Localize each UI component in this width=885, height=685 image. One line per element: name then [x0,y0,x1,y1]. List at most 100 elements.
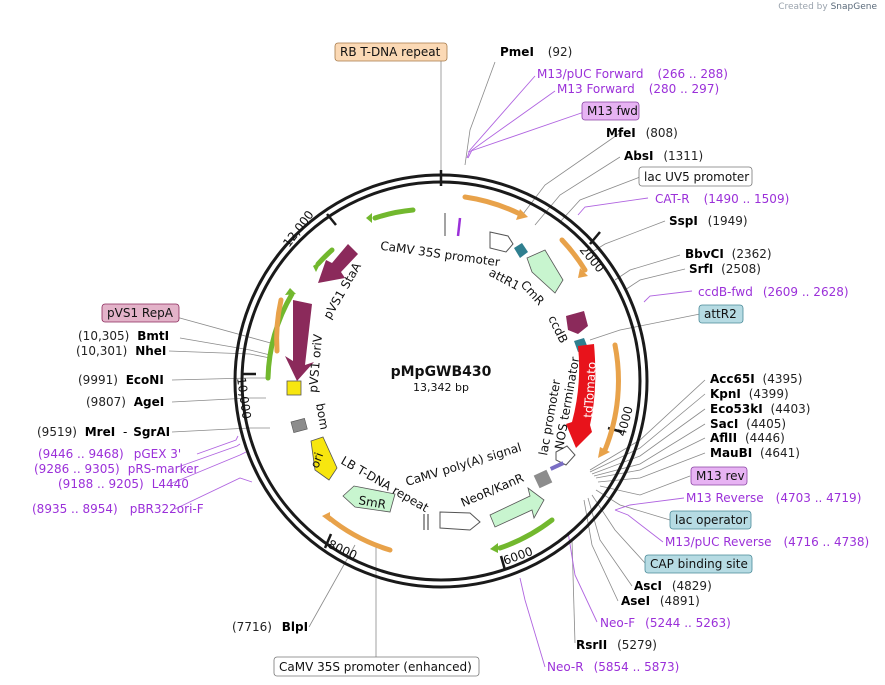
site-asei: AseI [621,594,650,608]
svg-text:(7716) BlpI: (7716) BlpI [232,620,308,634]
smr-arrow [342,485,396,513]
site-blpi-pos: (7716) [232,620,272,634]
svg-text:(8935 .. 8954)pBR322ori-F: (8935 .. 8954)pBR322ori-F [32,502,204,516]
site-agei: AgeI [134,395,164,409]
svg-text:RsrII (5279): RsrII (5279) [576,638,657,652]
primer-cat-r: CAT-R [655,192,690,206]
box-camv35s-enh: CaMV 35S promoter (enhanced) [279,660,472,674]
site-sgrai: SgrAI [133,425,170,439]
site-asci: AscI [634,579,662,593]
restriction-sites: PmeI (92) MfeI (808) AbsI (1311) SspI (1… [37,45,810,652]
plasmid-name: pMpGWB430 [391,364,492,380]
primer-m13-forward: M13 Forward [557,82,635,96]
primer-pbr322-pos: (8935 .. 8954) [32,502,118,516]
primer-labels: M13/pUC Forward(266 .. 288) M13 Forward (… [32,67,869,674]
box-m13-fwd: M13 fwd [587,104,638,118]
snapgene-watermark: Created by SnapGene [778,2,877,12]
ruler-label-10000: 10,000 [234,376,254,420]
box-attr2: attR2 [704,307,737,321]
site-bmti: BmtI [137,329,169,343]
svg-text:BbvCI (2362): BbvCI (2362) [685,247,772,261]
site-sspi: SspI [669,214,698,228]
svg-text:AscI (4829): AscI (4829) [634,579,712,593]
svg-text:(10,301) NheI: (10,301) NheI [76,344,166,358]
site-econi: EcoNI [126,373,164,387]
svg-text:M13/pUC Reverse(4716 .. 4738): M13/pUC Reverse(4716 .. 4738) [665,535,869,549]
site-blpi: BlpI [282,620,308,634]
plasmid-length: 13,342 bp [413,381,469,394]
bom-block [290,417,308,433]
watermark-created-by: Created by [778,2,828,12]
svg-text:(9188 .. 9205)L4440: (9188 .. 9205)L4440 [58,477,189,491]
box-cap-site: CAP binding site [650,557,748,571]
feature-boxes: RB T-DNA repeat M13 fwd lac UV5 promoter… [101,42,753,677]
cmr-arrow [526,249,564,294]
leader-lines [157,60,706,659]
svg-text:(10,305) BmtI: (10,305) BmtI [78,329,169,343]
nos-terminator-arrow [555,445,576,466]
site-bmti-pos: (10,305) [78,329,129,343]
site-maubi: MauBI [710,446,752,460]
box-pvs1-repa: pVS1 RepA [107,306,174,320]
site-nhei-pos: (10,301) [76,344,127,358]
label-attr1: attR1 [487,265,522,293]
primer-leaders [169,75,693,668]
watermark-brand: SnapGene [830,2,877,12]
primer-m13puc-fwd: M13/pUC Forward [537,67,644,81]
direction-arc-heads [285,209,610,553]
ruler-label-8000: 8000 [326,537,360,563]
feature-shapes [285,213,596,531]
label-tdtomato: tdTomato [581,361,599,418]
primer-neo-r: Neo-R [547,660,584,674]
box-lac-operator: lac operator [675,513,748,527]
svg-text:(9446 .. 9468)pGEX 3': (9446 .. 9468)pGEX 3' [38,447,181,461]
label-ori: ori [308,451,326,470]
direction-arcs [265,194,621,553]
site-mrei: MreI [85,425,115,439]
svg-text:PmeI (92): PmeI (92) [500,45,572,59]
site-pmei: PmeI [500,45,534,59]
primer-prs-pos: (9286 .. 9305) [34,462,120,476]
svg-text:AseI (4891): AseI (4891) [621,594,700,608]
primer-ccdb-fwd: ccdB-fwd [698,285,753,299]
site-rsrii: RsrII [576,638,607,652]
primer-l4440-pos: (9188 .. 9205) [58,477,144,491]
attr1-arrow [514,243,528,258]
site-nhei: NheI [135,344,166,358]
primer-pgex3-pos: (9446 .. 9468) [38,447,124,461]
ori-arrow [310,436,338,481]
pvs1-oriv-block [286,380,302,396]
svg-text:CAT-R(1490 .. 1509): CAT-R(1490 .. 1509) [655,192,789,206]
primer-m13-reverse: M13 Reverse [686,491,764,505]
label-bom: bom [313,402,331,431]
label-smr: SmR [357,493,387,512]
primer-neo-f: Neo-F [600,616,635,630]
site-srfi: SrfI [689,262,713,276]
svg-text:Neo-F(5244 .. 5263): Neo-F(5244 .. 5263) [600,616,731,630]
label-camv35s-promoter: CaMV 35S promoter [380,239,501,270]
svg-text:MfeI (808): MfeI (808) [606,126,678,140]
svg-text:Acc65I (4395): Acc65I (4395) [710,372,802,386]
site-mrei-pos: (9519) [37,425,77,439]
svg-text:(9807) AgeI: (9807) AgeI [86,395,164,409]
svg-text:M13 Reverse(4703 .. 4719): M13 Reverse(4703 .. 4719) [686,491,861,505]
camv-polya-arrow [439,511,481,531]
svg-text:(9519) MreI - SgrAI: (9519) MreI - SgrAI [37,425,170,439]
svg-text:SacI (4405): SacI (4405) [710,417,786,431]
site-mfei-top: MfeI [606,126,636,140]
lac-promoter-block [549,461,565,471]
site-bbvci: BbvCI [685,247,724,261]
svg-text:AbsI (1311): AbsI (1311) [624,149,703,163]
svg-text:M13/pUC Forward(266 .. 288): M13/pUC Forward(266 .. 288) [537,67,728,81]
svg-text:Neo-R(5854 .. 5873): Neo-R(5854 .. 5873) [547,660,679,674]
box-lac-uv5: lac UV5 promoter [644,170,749,184]
svg-text:KpnI (4399): KpnI (4399) [710,387,789,401]
site-eco53ki: Eco53kI [710,402,763,416]
pvs1-repa-arrow [285,300,314,381]
site-kpni: KpnI [710,387,741,401]
ccdb-arrow [566,311,588,334]
box-m13-rev: M13 rev [696,469,745,483]
neo-arrow [489,487,545,528]
site-agei-pos: (9807) [86,395,126,409]
svg-text:(9991) EcoNI: (9991) EcoNI [78,373,164,387]
